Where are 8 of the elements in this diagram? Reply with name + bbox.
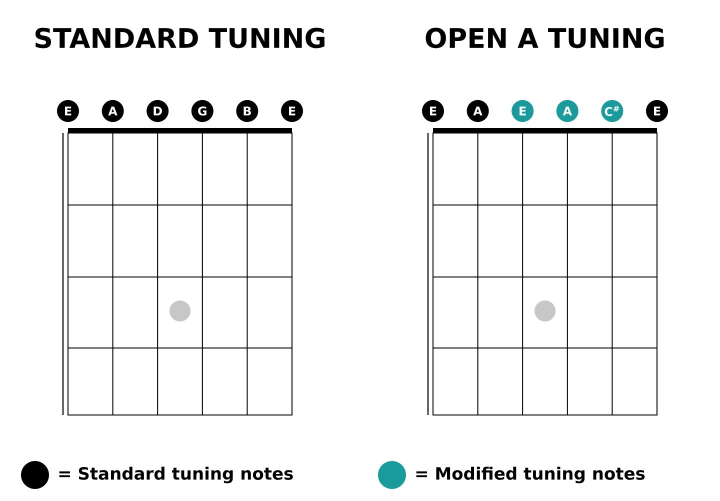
fretboard-diagram [62, 128, 292, 416]
heading: STANDARD TUNING [36, 28, 324, 48]
fretboard-diagram [427, 128, 658, 416]
legend-label: = Standard tuning notes [59, 466, 293, 484]
legend-label: = Modified tuning notes [416, 466, 645, 484]
finger-dot [170, 300, 190, 322]
heading: OPEN A TUNING [426, 28, 664, 48]
finger-dot [534, 300, 556, 322]
